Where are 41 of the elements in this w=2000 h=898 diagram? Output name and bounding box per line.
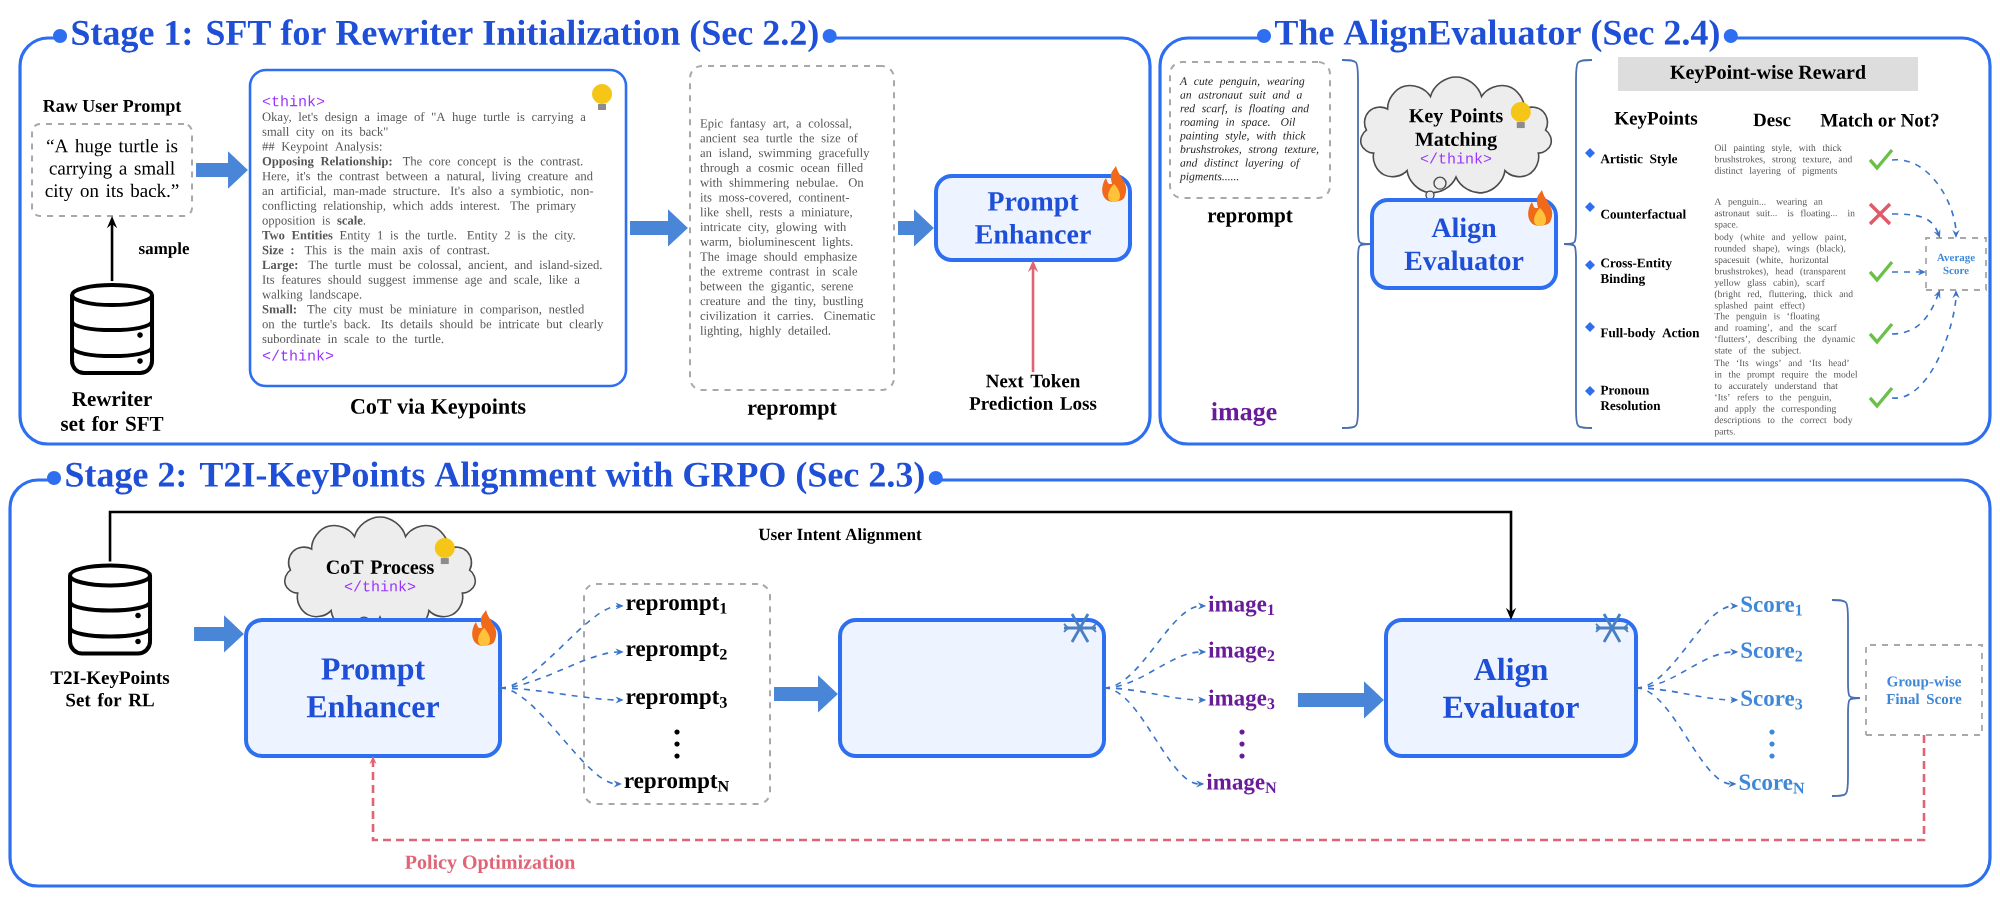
- output-label: image$_{N}$: [1206, 773, 1277, 795]
- output-label: image$_{3}$: [1208, 689, 1275, 711]
- output-label: image$_{2}$: [1208, 641, 1275, 663]
- model-box: Align Evaluator: [1384, 618, 1638, 758]
- column-header: Desc: [1753, 113, 1791, 127]
- model-box: Align Evaluator: [1370, 198, 1558, 290]
- edge-label: User Intent Alignment: [755, 525, 925, 547]
- arrow: [369, 735, 1926, 842]
- edge-label: Policy Optimization: [401, 851, 579, 877]
- arrow: [1891, 290, 1941, 335]
- node-label: reprompt: [1207, 210, 1293, 227]
- arrow: [1891, 213, 1941, 238]
- output-box: [583, 583, 771, 805]
- box-heading: Raw User Prompt: [43, 99, 182, 116]
- output-label: reprompt$_{1}$: [626, 597, 727, 615]
- output-label: image$_{1}$: [1208, 595, 1275, 617]
- node-label: reprompt: [747, 402, 837, 420]
- loss-label: Next Token Prediction Loss: [969, 374, 1097, 410]
- output-label: Score$_{1}$: [1741, 596, 1802, 616]
- check-icon: [1868, 148, 1894, 171]
- output-label: Score$_{2}$: [1741, 642, 1803, 662]
- cross-icon: [1868, 202, 1892, 226]
- node-label: CoT via Keypoints: [351, 398, 526, 419]
- image-label: image: [1211, 402, 1277, 426]
- output-label: reprompt$_{N}$: [624, 775, 729, 793]
- check-icon: [1868, 322, 1894, 345]
- column-header: Match or Not?: [1820, 113, 1939, 127]
- dataset-label: Rewriter set for SFT: [61, 391, 164, 431]
- column-header: KeyPoints: [1614, 111, 1698, 129]
- output-label: Score$_{N}$: [1739, 774, 1805, 794]
- output-label: reprompt$_{2}$: [626, 643, 727, 661]
- edge-label: sample: [135, 239, 193, 261]
- output-label: reprompt$_{3}$: [626, 691, 727, 709]
- dataset-label: T2I-KeyPoints Set for RL: [50, 670, 170, 707]
- model-box: Prompt Enhancer: [934, 174, 1132, 262]
- output-label: Score$_{3}$: [1741, 690, 1803, 710]
- header-band: KeyPoint-wise Reward: [1618, 57, 1918, 91]
- check-icon: [1868, 386, 1894, 409]
- model-box: Prompt Enhancer: [244, 618, 503, 758]
- check-icon: [1868, 260, 1894, 283]
- prompt-box: “A huge turtle is carrying a small city on its back.”: [31, 123, 194, 217]
